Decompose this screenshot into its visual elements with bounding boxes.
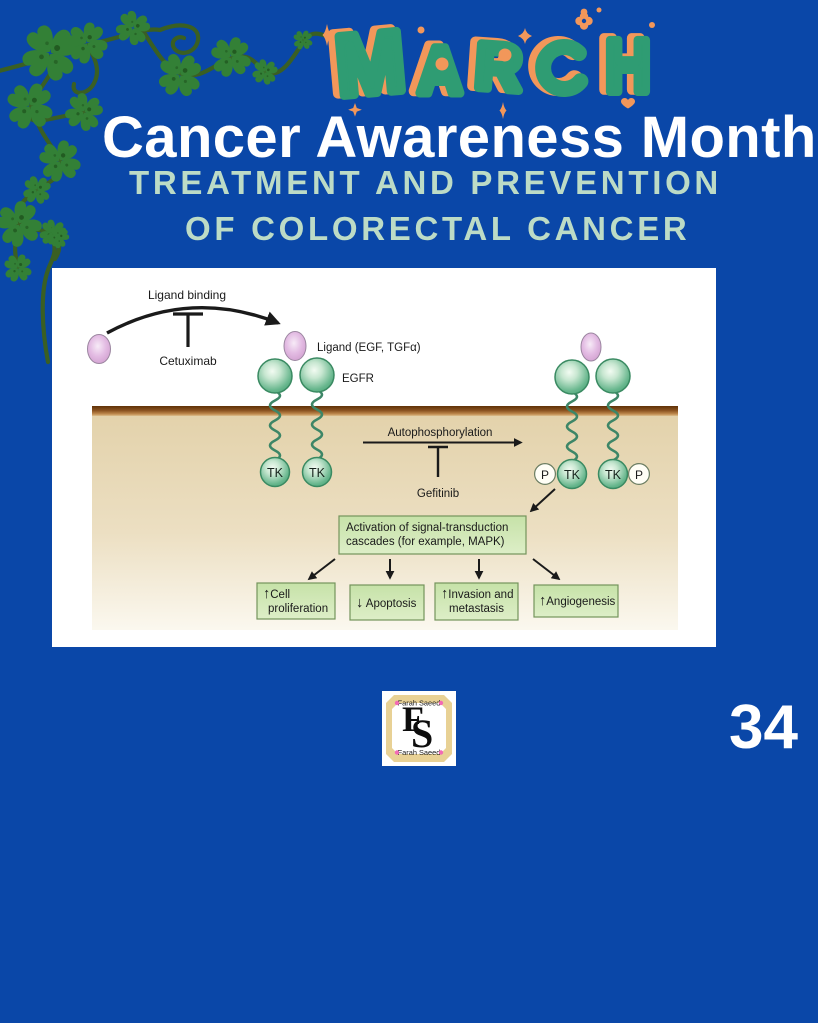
svg-text:↑Cell: ↑Cell	[263, 586, 290, 602]
svg-text:proliferation: proliferation	[268, 603, 328, 615]
svg-text:cascades (for example, MAPK): cascades (for example, MAPK)	[346, 536, 505, 548]
svg-text:Farah Saeed: Farah Saeed	[398, 748, 441, 757]
svg-text:P: P	[635, 468, 643, 482]
svg-text:S: S	[411, 711, 433, 756]
svg-text:TK: TK	[605, 468, 622, 482]
svg-text:Autophosphorylation: Autophosphorylation	[388, 427, 493, 439]
svg-text:EGFR: EGFR	[342, 373, 374, 385]
svg-text:P: P	[541, 468, 549, 482]
svg-text:R: R	[467, 27, 518, 102]
svg-text:TK: TK	[564, 468, 581, 482]
svg-text:M: M	[326, 11, 403, 113]
svg-text:Ligand (EGF, TGFα): Ligand (EGF, TGFα)	[317, 342, 421, 354]
svg-text:Ligand binding: Ligand binding	[148, 288, 226, 302]
svg-text:Cetuximab: Cetuximab	[159, 354, 217, 368]
svg-text:F: F	[402, 699, 424, 739]
svg-text:Farah Saeed: Farah Saeed	[398, 699, 441, 708]
svg-text:H: H	[606, 25, 651, 108]
svg-text:Activation of signal-transduct: Activation of signal-transduction	[346, 522, 508, 534]
svg-text:TK: TK	[267, 466, 284, 480]
svg-text:H: H	[600, 23, 645, 106]
svg-text:TK: TK	[309, 466, 326, 480]
svg-text:R: R	[473, 29, 524, 104]
svg-text:↑Angiogenesis: ↑Angiogenesis	[539, 593, 616, 609]
svg-text:Gefitinib: Gefitinib	[417, 488, 459, 500]
svg-text:M: M	[332, 13, 409, 115]
svg-text:↓ Apoptosis: ↓ Apoptosis	[356, 595, 417, 611]
svg-text:metastasis: metastasis	[449, 603, 504, 615]
svg-text:A: A	[412, 31, 456, 105]
svg-text:↑Invasion and: ↑Invasion and	[441, 586, 513, 602]
